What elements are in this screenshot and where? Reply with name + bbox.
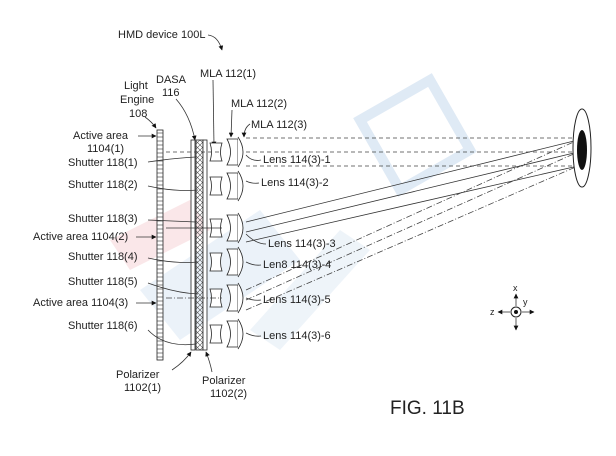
polarizer-2-label-1: Polarizer <box>202 375 246 387</box>
polarizer-1-label-1: Polarizer <box>116 369 160 381</box>
lens-4-label: Len8 114(3)-4 <box>263 259 331 271</box>
mla-3-arrow <box>241 123 251 138</box>
shutter-3-label: Shutter 118(3) <box>68 213 138 225</box>
outer-lens <box>237 246 244 278</box>
device-arrow <box>207 34 224 51</box>
lens-assembly-6 <box>209 318 244 350</box>
shutter-2-label: Shutter 118(2) <box>68 179 138 191</box>
outer-lens <box>237 318 244 350</box>
lens-2-leader <box>245 180 260 184</box>
active-area-2-label: Active area 1104(2) <box>33 231 128 243</box>
lens-3-label: Lens 114(3)-3 <box>268 238 336 250</box>
mla-lens <box>226 214 239 242</box>
lens-assembly-3 <box>209 212 244 244</box>
shutter-1-label: Shutter 118(1) <box>68 157 138 169</box>
active-area-1-label-1: Active area <box>73 130 129 142</box>
lens-labels: Lens 114(3)-1 Lens 114(3)-2 Lens 114(3)-… <box>245 154 336 342</box>
dasa-arrow <box>175 98 197 141</box>
left-labels: Active area 1104(1) Shutter 118(1) Shutt… <box>33 130 199 346</box>
outer-lens <box>237 212 244 244</box>
shutter-4-leader <box>147 257 199 263</box>
light-engine-label-2: Engine <box>120 94 154 106</box>
lens-assembly-4 <box>209 246 244 278</box>
shutter-4-label: Shutter 118(4) <box>68 251 138 263</box>
polarizer-2-arrow <box>205 351 213 373</box>
shutter-2-leader <box>147 185 199 191</box>
dasa-label-2: 116 <box>162 87 180 99</box>
mla-cell <box>209 252 223 272</box>
active-area-1-label-2: 1104(1) <box>87 143 124 155</box>
mla-lens <box>226 248 239 276</box>
light-engine-label-3: 108 <box>129 108 147 120</box>
mla-lens <box>226 172 239 200</box>
shutter-3-leader <box>147 219 197 223</box>
lens-1-leader <box>245 154 262 161</box>
light-engine-label-1: Light <box>124 80 148 92</box>
shutter-6-leader <box>147 329 197 346</box>
dasa-plate <box>195 139 204 351</box>
shutter-1-leader <box>147 156 197 163</box>
light-engine-arrow <box>144 116 157 129</box>
active-area-3-label: Active area 1104(3) <box>33 297 128 309</box>
shutter-5-label: Shutter 118(5) <box>68 276 138 288</box>
rays <box>166 137 579 311</box>
mla-lens <box>226 284 239 312</box>
lens-6-leader <box>245 332 262 337</box>
mla-cell <box>209 324 223 344</box>
polarizer-2-plate <box>202 139 208 351</box>
polarizer-2-label-2: 1102(2) <box>210 388 247 400</box>
lens-assembly-2 <box>209 170 244 202</box>
mla-2-label: MLA 112(2) <box>231 98 287 110</box>
mla-2-arrow <box>228 109 234 138</box>
mla-cell <box>209 176 223 196</box>
lens-assembly-1 <box>209 136 244 168</box>
lens-5-label: Lens 114(3)-5 <box>263 294 331 306</box>
polarizer-1-label-2: 1102(1) <box>124 382 161 394</box>
shutter-5-leader <box>147 282 199 295</box>
polarizer-1-arrow <box>171 351 192 371</box>
mla-1-label: MLA 112(1) <box>200 68 256 80</box>
lens-5-leader <box>245 297 262 301</box>
lens-6-label: Lens 114(3)-6 <box>263 330 331 342</box>
mla-3-label: MLA 112(3) <box>251 119 307 131</box>
mla-lens <box>226 320 239 348</box>
polarizer-1-plate <box>190 139 196 351</box>
z-axis-label: z <box>490 307 495 317</box>
outer-lens <box>237 136 244 168</box>
mla-1-arrow <box>211 79 217 147</box>
x-axis-label: x <box>513 283 518 293</box>
dasa-label-1: DASA <box>156 74 187 86</box>
lens-2-label: Lens 114(3)-2 <box>261 177 329 189</box>
eye <box>572 108 592 188</box>
figure-title: FIG. 11B <box>390 398 465 419</box>
lens-3-leader <box>245 233 267 245</box>
shutter-6-label: Shutter 118(6) <box>68 320 138 332</box>
lens-1-label: Lens 114(3)-1 <box>263 154 331 166</box>
polarizer-dasa-stack <box>190 139 208 351</box>
y-axis-label: y <box>523 297 528 307</box>
mla-lens <box>226 138 239 166</box>
outer-lens <box>237 282 244 314</box>
device-label: HMD device 100L <box>118 29 205 41</box>
lens-4-leader <box>245 261 262 266</box>
axes-indicator: x y z <box>490 283 535 331</box>
light-engine <box>156 129 164 361</box>
outer-lens <box>237 170 244 202</box>
